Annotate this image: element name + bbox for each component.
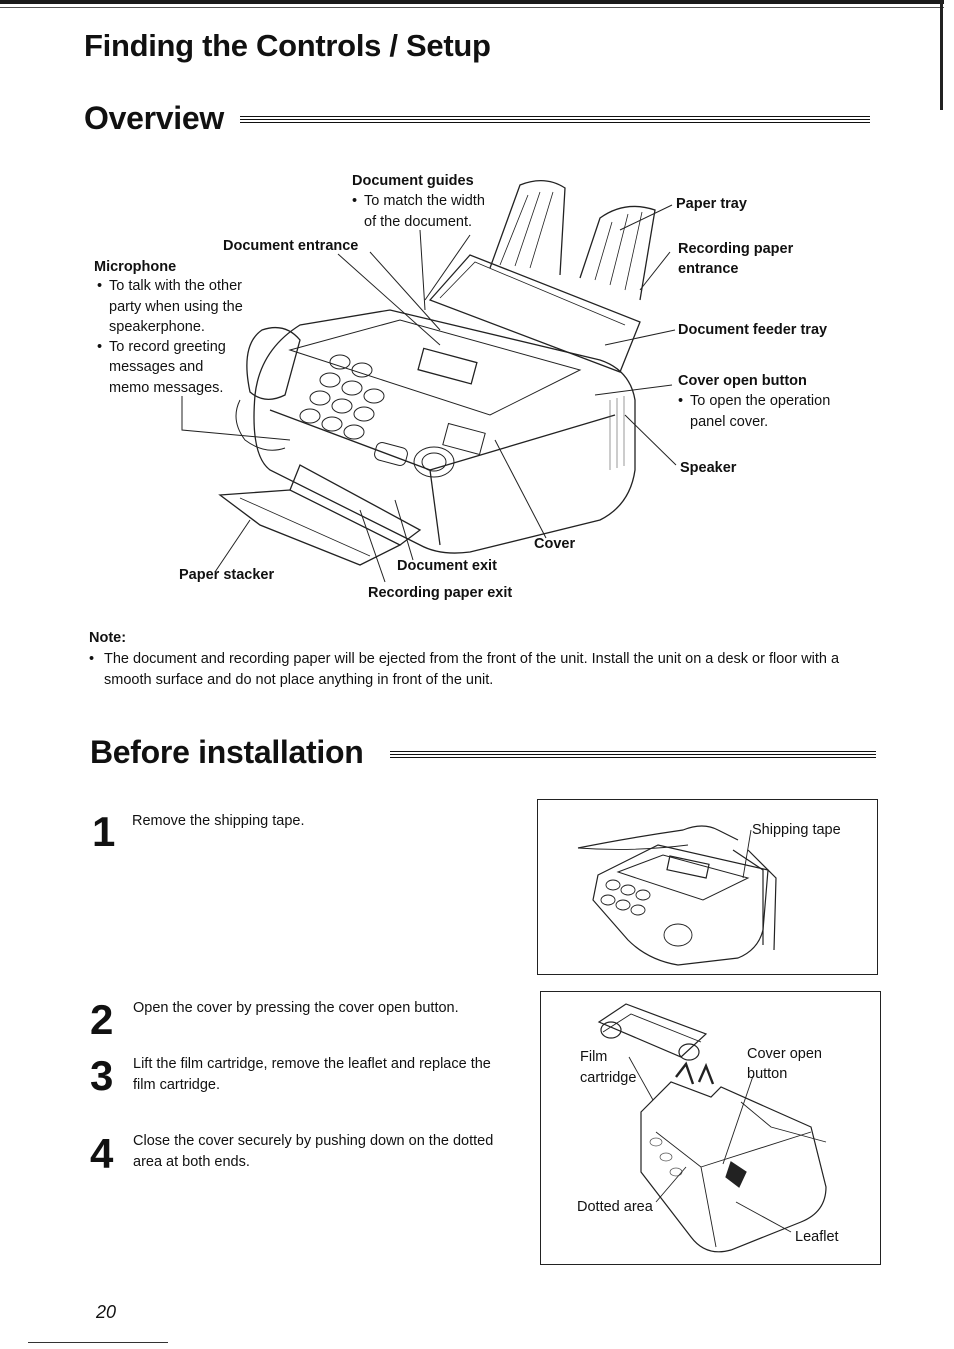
label-cover-open-button-note-1: To open the operation [678, 391, 830, 411]
label-cover-open-button-note-2: panel cover. [690, 414, 769, 430]
note-text: The document and recording paper will be… [89, 649, 864, 691]
right-edge-rule [940, 0, 943, 110]
label-document-guides-note-2: of the document. [364, 214, 473, 230]
before-installation-heading: Before installation [90, 734, 364, 770]
bottom-rule [28, 1342, 168, 1343]
label-recording-paper-exit: Recording paper exit [368, 585, 513, 601]
label-cover-open-button: Cover open button [678, 373, 807, 389]
step-3-number: 3 [90, 1052, 114, 1099]
step-2-number: 2 [90, 996, 114, 1043]
label-microphone-note-1-line-3: speakerphone. [109, 319, 205, 335]
label-film-cartridge-1: Film [580, 1049, 608, 1065]
figure-remove-shipping-tape: Shipping tape [537, 799, 878, 975]
label-dotted-area: Dotted area [577, 1199, 653, 1215]
label-microphone: Microphone [94, 259, 177, 275]
label-document-feeder-tray: Document feeder tray [678, 322, 828, 338]
label-document-guides: Document guides [352, 173, 474, 189]
step-1-number: 1 [92, 808, 116, 855]
label-document-exit: Document exit [397, 558, 497, 574]
overview-heading: Overview [84, 100, 224, 136]
label-paper-tray: Paper tray [676, 196, 747, 212]
note-heading: Note: [89, 630, 127, 646]
before-installation-heading-rule [390, 751, 876, 760]
step-1-text: Remove the shipping tape. [132, 813, 305, 829]
step-4-number: 4 [90, 1130, 114, 1177]
page-title: Finding the Controls / Setup [84, 28, 491, 63]
label-shipping-tape: Shipping tape [752, 822, 841, 838]
label-cover-open-button-fig-1: Cover open [747, 1046, 822, 1062]
top-rule [0, 0, 944, 4]
step-4-text: Close the cover securely by pushing down… [133, 1133, 494, 1170]
label-paper-stacker: Paper stacker [179, 567, 275, 583]
step-2-text: Open the cover by pressing the cover ope… [133, 1000, 459, 1016]
label-recording-paper-entrance-1: Recording paper [678, 241, 794, 257]
page-number: 20 [96, 1302, 117, 1322]
label-film-cartridge-2: cartridge [580, 1070, 637, 1086]
label-microphone-note-1-line-1: To talk with the other [97, 276, 242, 296]
label-document-guides-note-1: To match the width [352, 191, 485, 211]
fax-machine-illustration [181, 180, 677, 583]
shipping-tape-illustration [577, 825, 777, 966]
step-3-text: Lift the film cartridge, remove the leaf… [133, 1056, 491, 1093]
label-speaker: Speaker [680, 460, 737, 476]
label-document-entrance: Document entrance [223, 238, 359, 254]
label-microphone-note-2-line-2: messages and [109, 359, 204, 375]
label-cover-open-button-fig-2: button [747, 1066, 788, 1082]
label-microphone-note-1-line-2: party when using the [109, 299, 243, 315]
figure-open-cover-replace-cartridge: Film cartridge Cover open button Dotted … [540, 991, 881, 1265]
label-recording-paper-entrance-2: entrance [678, 261, 739, 277]
label-cover: Cover [534, 536, 576, 552]
film-cartridge-illustration [597, 1003, 827, 1253]
top-rule-thin [0, 7, 944, 8]
overview-heading-rule [240, 116, 870, 125]
label-leaflet: Leaflet [795, 1229, 839, 1245]
label-microphone-note-2-line-1: To record greeting [97, 337, 226, 357]
label-microphone-note-2-line-3: memo messages. [109, 380, 224, 396]
